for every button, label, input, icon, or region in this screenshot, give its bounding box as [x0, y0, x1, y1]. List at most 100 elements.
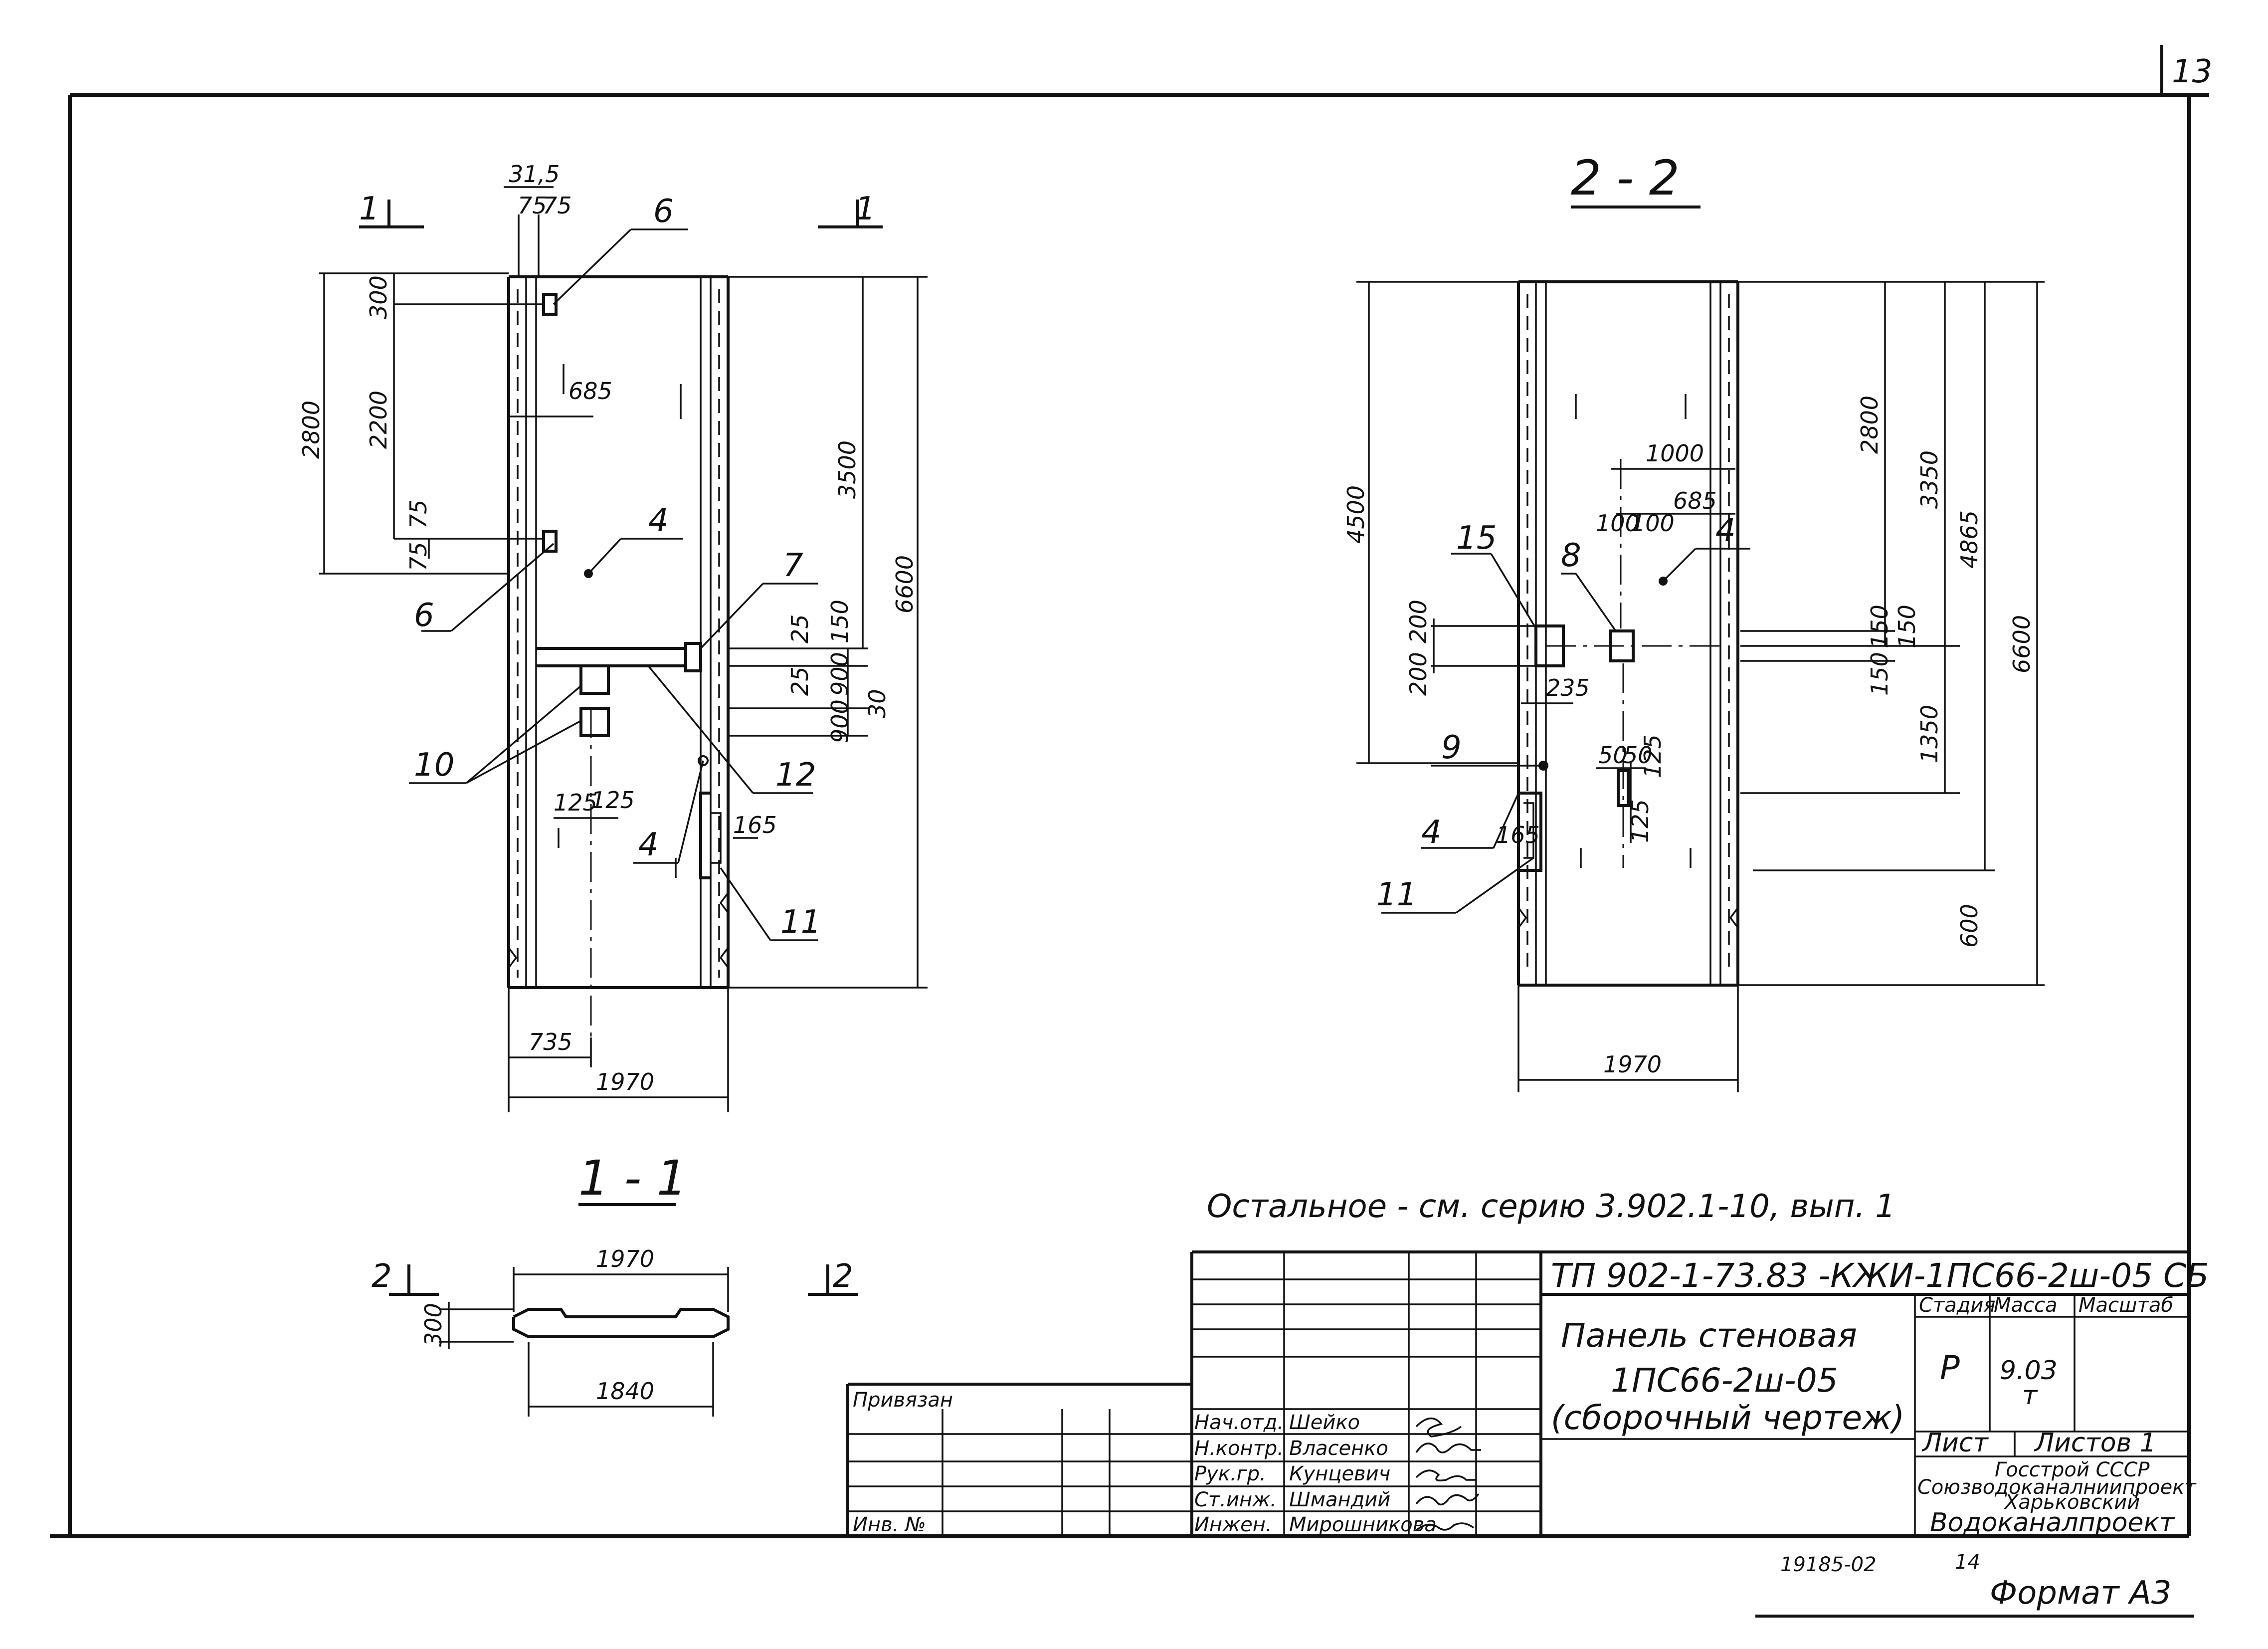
mass-value: 9.03	[2000, 1356, 2058, 1386]
callout2-9: 9	[1441, 729, 1462, 766]
callout-10: 10	[414, 747, 454, 784]
title-block-grid	[846, 1250, 2189, 1536]
staff-name-2: Власенко	[1289, 1437, 1388, 1460]
dim-125-b: 125	[591, 787, 635, 814]
dim2-6600: 6600	[2008, 615, 2035, 673]
dim2-165: 165	[1496, 822, 1540, 848]
stage-header: Стадия	[1919, 1294, 1995, 1317]
signatures	[1415, 1417, 1481, 1531]
callout2-15: 15	[1456, 520, 1497, 557]
dim2-150-a: 150	[1866, 605, 1893, 648]
staff-role-2: Н.контр.	[1194, 1437, 1284, 1460]
callout2-11: 11	[1376, 876, 1417, 913]
dim2-1350: 1350	[1916, 705, 1943, 763]
dim-top-width: 31,5	[509, 161, 560, 188]
dim2-1000: 1000	[1646, 440, 1704, 467]
callout2-4-upper: 4	[1715, 512, 1736, 549]
inv-label: Инв. №	[853, 1513, 926, 1536]
panel-view-2-2	[1517, 280, 1739, 987]
mass-unit: т	[2022, 1381, 2038, 1411]
staff-role-4: Ст.инж.	[1194, 1488, 1277, 1511]
dim-165: 165	[733, 812, 777, 838]
section-dim-height: 300	[420, 1303, 447, 1347]
dim-685: 685	[568, 378, 612, 405]
archive-number: 19185-02	[1780, 1553, 1877, 1576]
mass-header: Масса	[1994, 1294, 2058, 1317]
staff-name-5: Мирошникова	[1289, 1513, 1437, 1536]
staff-role-3: Рук.гр.	[1194, 1462, 1266, 1485]
dim-900-b: 900	[826, 699, 853, 743]
title-line-1: Панель стеновая	[1561, 1316, 1857, 1355]
org-line-2: Союзводоканалниипроект	[1917, 1476, 2197, 1499]
dim-25-a: 25	[786, 614, 813, 643]
dim-75-b: 75	[543, 192, 572, 219]
dim-125-a: 125	[554, 789, 597, 816]
dim2-4865: 4865	[1956, 510, 1983, 569]
section-cut-mark-right: 2	[833, 1258, 853, 1295]
dim-1970: 1970	[596, 1068, 654, 1095]
stage-value: Р	[1940, 1349, 1960, 1387]
sheet-label: Лист	[1921, 1428, 1989, 1458]
dim-6600: 6600	[891, 555, 918, 614]
section-1-1-title: 1 - 1	[578, 1150, 687, 1206]
dim2-235: 235	[1546, 674, 1590, 701]
dim-2200: 2200	[365, 391, 392, 449]
callout2-8: 8	[1561, 537, 1581, 574]
dim2-685: 685	[1673, 487, 1717, 514]
dim2-2800: 2800	[1856, 396, 1883, 454]
cut-mark-left: 1	[359, 191, 379, 227]
callout-4-lower: 4	[638, 826, 659, 863]
view-2-2-dimension-lines	[1356, 281, 2045, 1092]
dim2-50-b: 50	[1623, 742, 1653, 769]
view-2-2-leaders	[1381, 548, 1750, 914]
title-line-3: (сборочный чертеж)	[1551, 1399, 1904, 1437]
callout2-4-lower: 4	[1421, 814, 1442, 851]
panel-main-view	[359, 200, 883, 1037]
callout-12: 12	[775, 757, 816, 794]
section-dim-top: 1970	[596, 1245, 654, 1272]
staff-role-5: Инжен.	[1194, 1513, 1272, 1536]
sheets-label: Листов 1	[2034, 1428, 2156, 1458]
dim-30: 30	[864, 689, 891, 718]
callout-7: 7	[783, 547, 803, 584]
callout-4-upper: 4	[648, 502, 669, 539]
callout-6-top: 6	[653, 193, 674, 230]
dim2-150-c: 150	[1866, 652, 1893, 696]
archive-sheet: 14	[1955, 1551, 1980, 1574]
dim2-150-b: 150	[1893, 605, 1920, 648]
dim2-1970: 1970	[1603, 1051, 1662, 1078]
dim-75-c: 75	[405, 499, 432, 529]
dim2-4500: 4500	[1342, 485, 1369, 544]
org-line-3: Харьковский	[2004, 1491, 2140, 1514]
section-dim-bottom: 1840	[596, 1378, 654, 1405]
main-view-dimension-lines	[319, 186, 928, 1112]
dim-75-d: 75	[405, 542, 432, 571]
dim-25-b: 25	[786, 666, 813, 696]
section-cut-mark-left: 2	[372, 1258, 392, 1295]
staff-name-3: Кунцевич	[1289, 1462, 1390, 1485]
scale-header: Масштаб	[2079, 1294, 2173, 1317]
org-line-1: Госстрой СССР	[1995, 1458, 2150, 1481]
document-code: ТП 902-1-73.83 -КЖИ-1ПС66-2ш-05 СБ	[1551, 1256, 2209, 1295]
page-number: 13	[2172, 53, 2212, 90]
dim-2800: 2800	[298, 401, 325, 459]
view-2-2-title: 2 - 2	[1571, 150, 1680, 206]
dim-150: 150	[826, 600, 853, 643]
dim2-125-b: 125	[1627, 799, 1654, 843]
dim2-100-a: 100	[1596, 510, 1640, 537]
title-line-2: 1ПС66-2ш-05	[1611, 1361, 1838, 1400]
callout-11: 11	[780, 904, 821, 941]
staff-role-1: Нач.отд.	[1194, 1411, 1284, 1434]
cut-mark-right: 1	[855, 191, 876, 227]
callout-6-left: 6	[414, 597, 434, 634]
sheet-frame	[50, 45, 2209, 1618]
staff-name-4: Шмандий	[1289, 1488, 1390, 1511]
staff-name-1: Шейко	[1289, 1411, 1360, 1434]
main-view-leaders	[409, 228, 818, 941]
section-1-1-drawing	[389, 1264, 858, 1417]
dim2-200-a: 200	[1405, 600, 1432, 643]
dim-735: 735	[529, 1029, 572, 1055]
dim2-125-a: 125	[1639, 734, 1666, 778]
format-label: Формат А3	[1990, 1575, 2172, 1612]
